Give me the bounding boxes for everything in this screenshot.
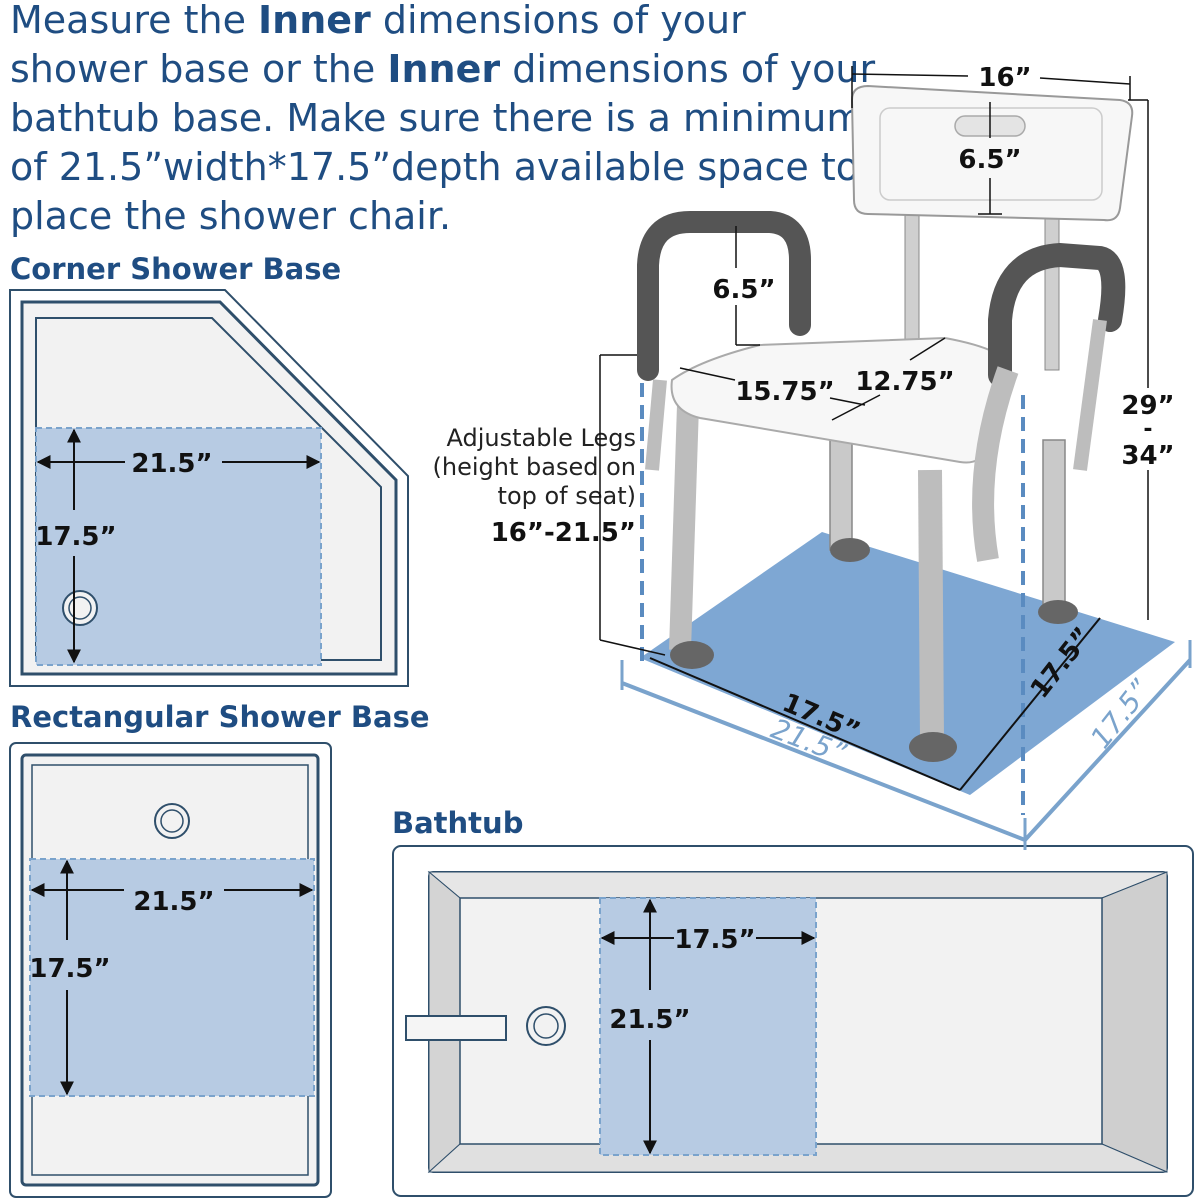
legs-note-line-2: (height based on	[432, 453, 636, 481]
corner-depth-label: 17.5”	[35, 522, 116, 552]
intro-text: Measure the Inner dimensions of your sho…	[10, 0, 890, 241]
shower-chair: 16” 6.5” 6.5” 15.75” 12.75” 29” - 34” 17	[599, 63, 1192, 850]
back-width-label: 16”	[978, 63, 1031, 93]
rectangular-shower-base: 21.5” 17.5”	[9, 742, 332, 1198]
intro-part-3: dimensions of your bathtub base. Make su…	[10, 47, 876, 238]
rect-depth-label: 17.5”	[29, 954, 110, 984]
bathtub-base: 17.5” 21.5”	[392, 845, 1194, 1197]
arm-height-label: 6.5”	[712, 275, 775, 305]
bathtub-heading: Bathtub	[392, 806, 524, 840]
rect-width-label: 21.5”	[133, 887, 214, 917]
intro-bold-inner-1: Inner	[258, 0, 371, 42]
total-height-min-label: 29”	[1121, 391, 1174, 421]
total-height-dash: -	[1143, 417, 1152, 442]
intro-part-1: Measure the	[10, 0, 259, 42]
bathtub-depth-label: 21.5”	[609, 1005, 690, 1035]
rect-chair-area	[29, 858, 315, 1097]
seat-width-label: 15.75”	[735, 377, 834, 407]
legs-note-line-3: top of seat)	[497, 482, 636, 510]
legs-height-range: 16”-21.5”	[490, 518, 636, 548]
intro-part-2: dimensions of your shower base or the	[10, 0, 746, 91]
chair-backrest	[850, 84, 1134, 222]
legs-note-line-1: Adjustable Legs	[446, 424, 636, 452]
corner-width-label: 21.5”	[131, 449, 212, 479]
bathtub-drain-icon	[526, 1006, 566, 1046]
back-height-label: 6.5”	[958, 145, 1021, 175]
seat-depth-label: 12.75”	[855, 367, 954, 397]
corner-drain-icon	[62, 590, 98, 626]
faucet-icon	[405, 1015, 507, 1041]
bathtub-width-label: 17.5”	[674, 925, 755, 955]
chair-floor-area	[640, 532, 1175, 795]
bathtub-chair-area	[599, 897, 817, 1156]
corner-base-heading: Corner Shower Base	[10, 252, 342, 286]
intro-bold-inner-2: Inner	[387, 47, 501, 91]
corner-shower-base: 21.5” 17.5”	[9, 289, 409, 687]
total-height-max-label: 34”	[1121, 441, 1174, 471]
adjustable-legs-note: Adjustable Legs (height based on top of …	[398, 424, 636, 548]
rect-drain-icon	[154, 803, 190, 839]
rectangular-base-heading: Rectangular Shower Base	[10, 700, 430, 734]
